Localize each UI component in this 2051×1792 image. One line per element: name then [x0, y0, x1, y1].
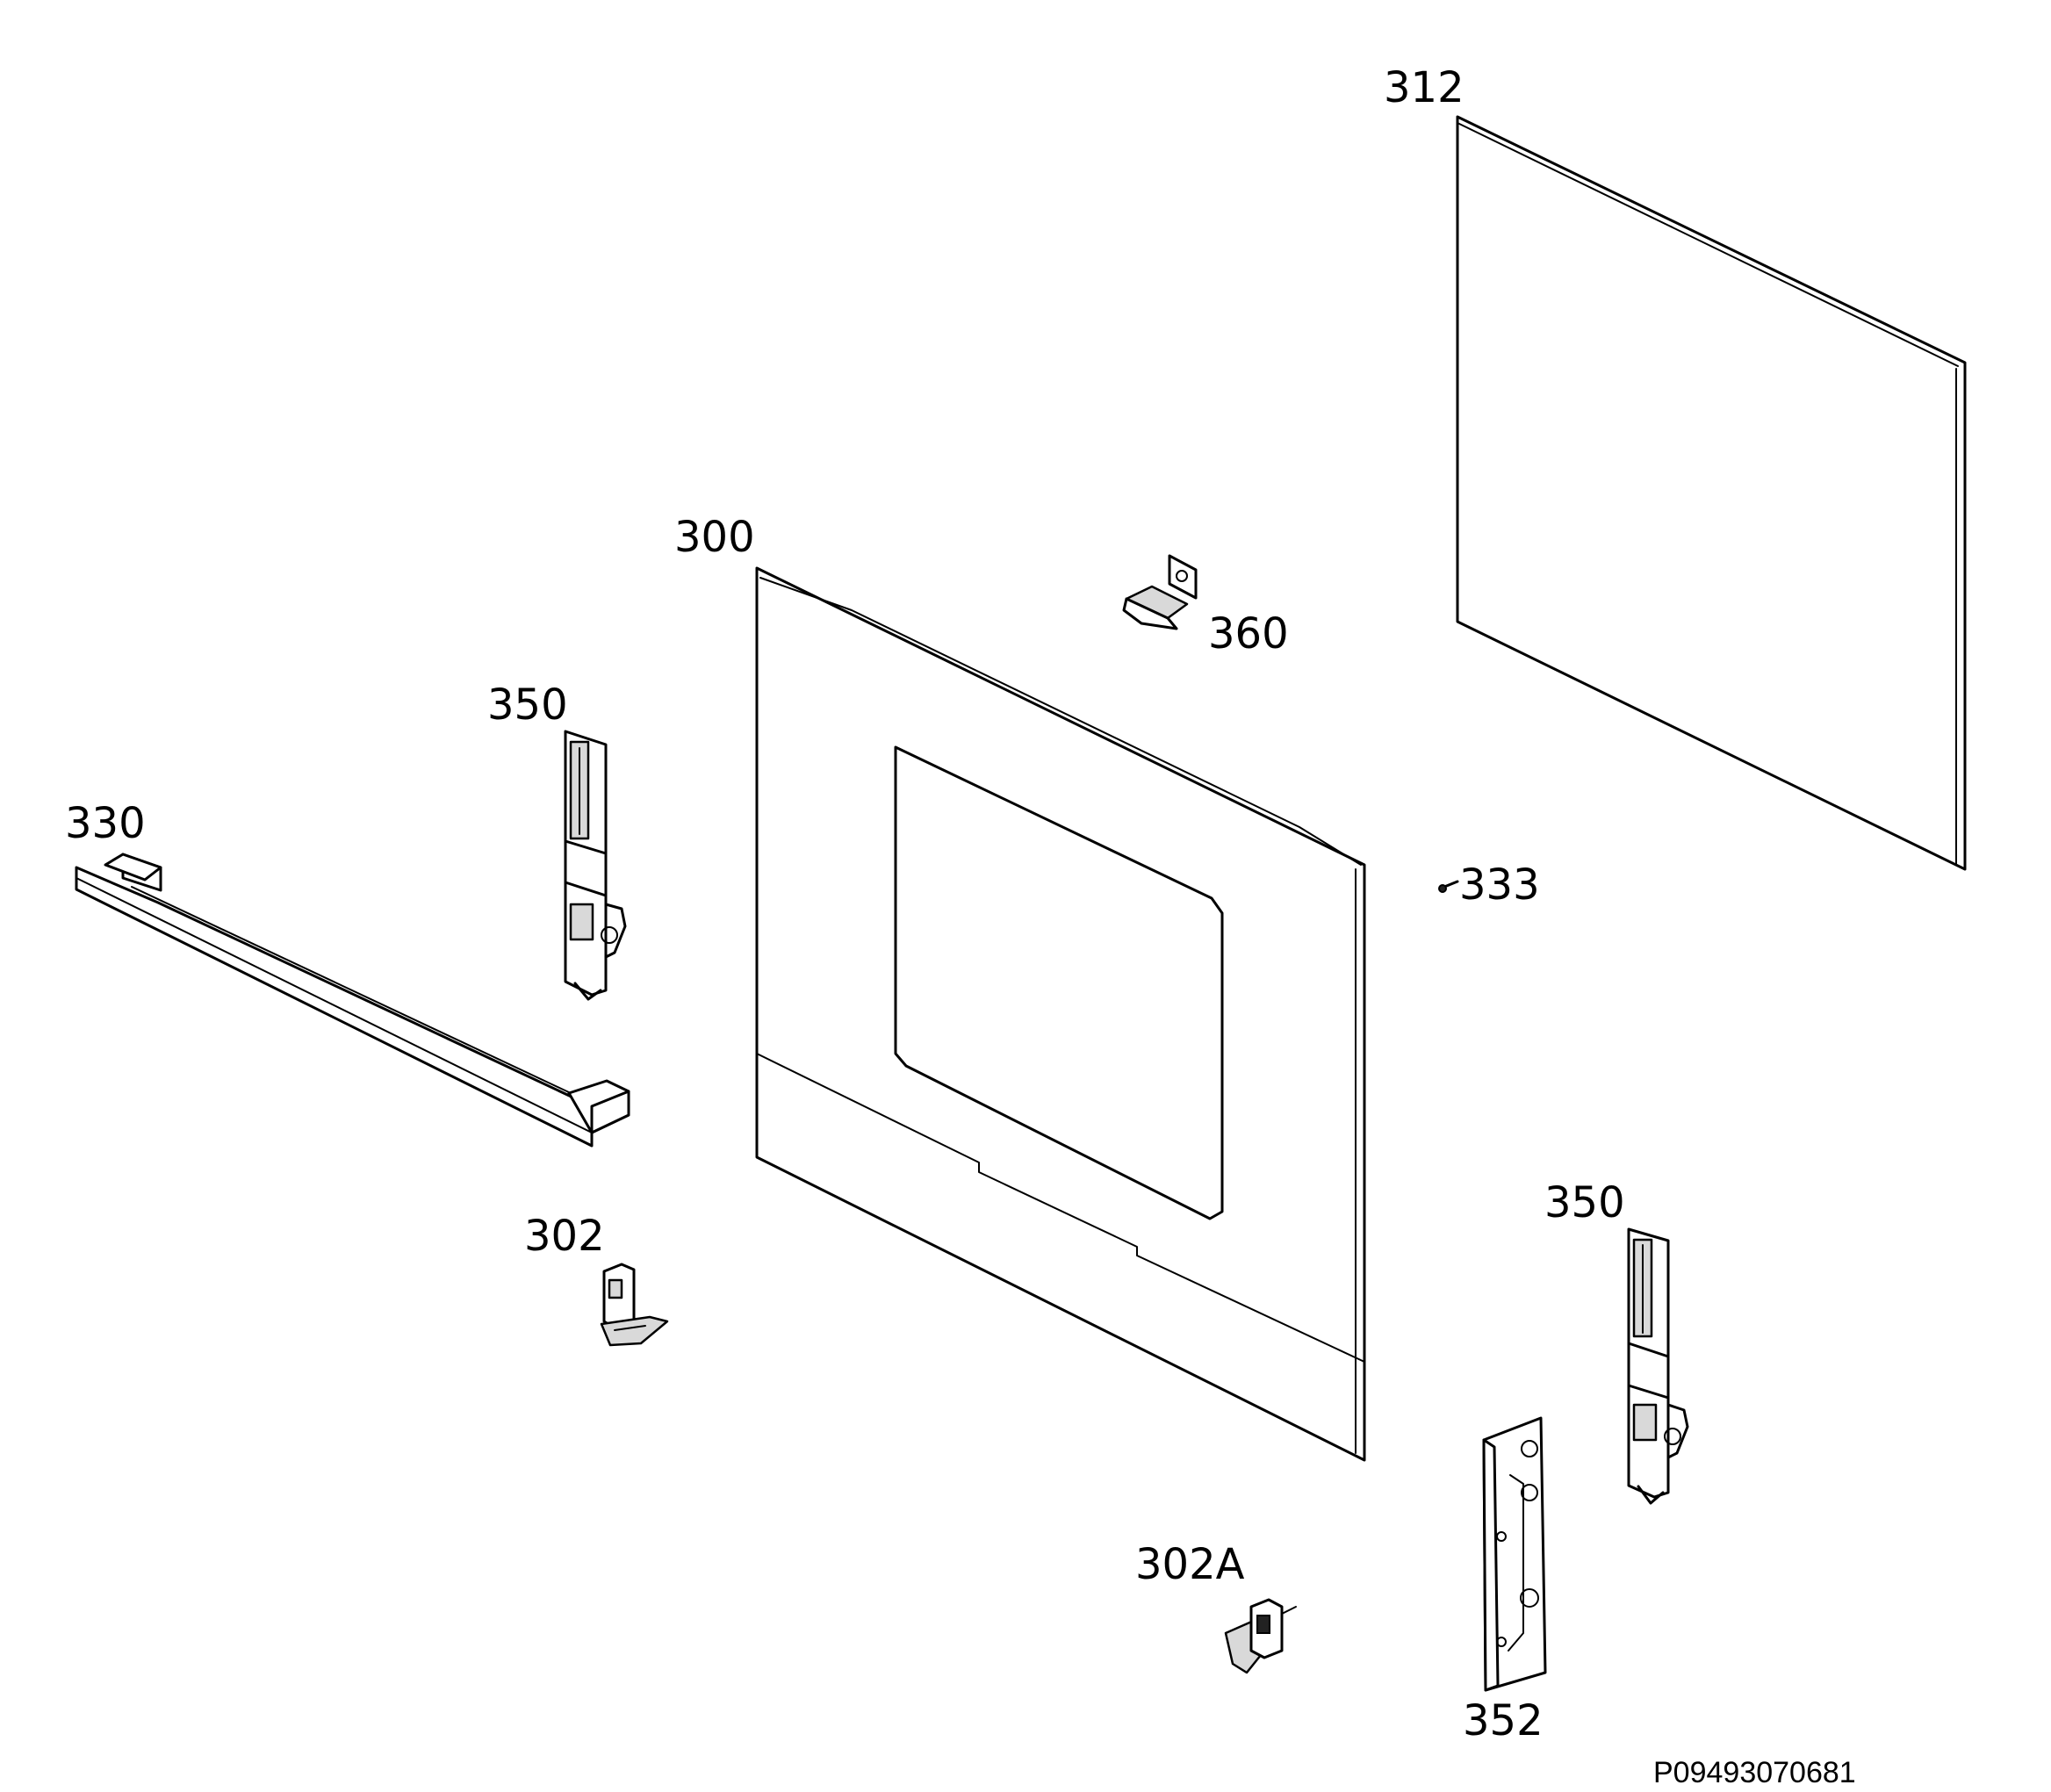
label-352: 352 [1463, 1696, 1544, 1745]
glass-panel-312[interactable] [1456, 115, 1967, 871]
label-302: 302 [524, 1212, 605, 1261]
label-360: 360 [1208, 609, 1289, 659]
label-333: 333 [1459, 860, 1540, 910]
hinge-plate-352[interactable] [1482, 1416, 1547, 1692]
screw-333[interactable] [1438, 880, 1459, 893]
door-panel-300[interactable] [755, 566, 1366, 1462]
label-350-right: 350 [1544, 1178, 1625, 1227]
bracket-302a[interactable] [1224, 1598, 1297, 1674]
label-302a: 302A [1135, 1540, 1245, 1589]
label-350-left: 350 [487, 680, 568, 730]
label-300: 300 [674, 513, 755, 562]
reference-number: P09493070681 [1653, 1756, 1856, 1789]
label-330: 330 [65, 799, 146, 848]
bracket-302[interactable] [600, 1263, 669, 1347]
hinge-350-right[interactable] [1627, 1227, 1689, 1505]
handle-bar-330[interactable] [75, 853, 630, 1148]
clip-360[interactable] [1122, 554, 1198, 630]
hinge-350-left[interactable] [564, 730, 627, 1001]
label-312: 312 [1384, 63, 1464, 112]
